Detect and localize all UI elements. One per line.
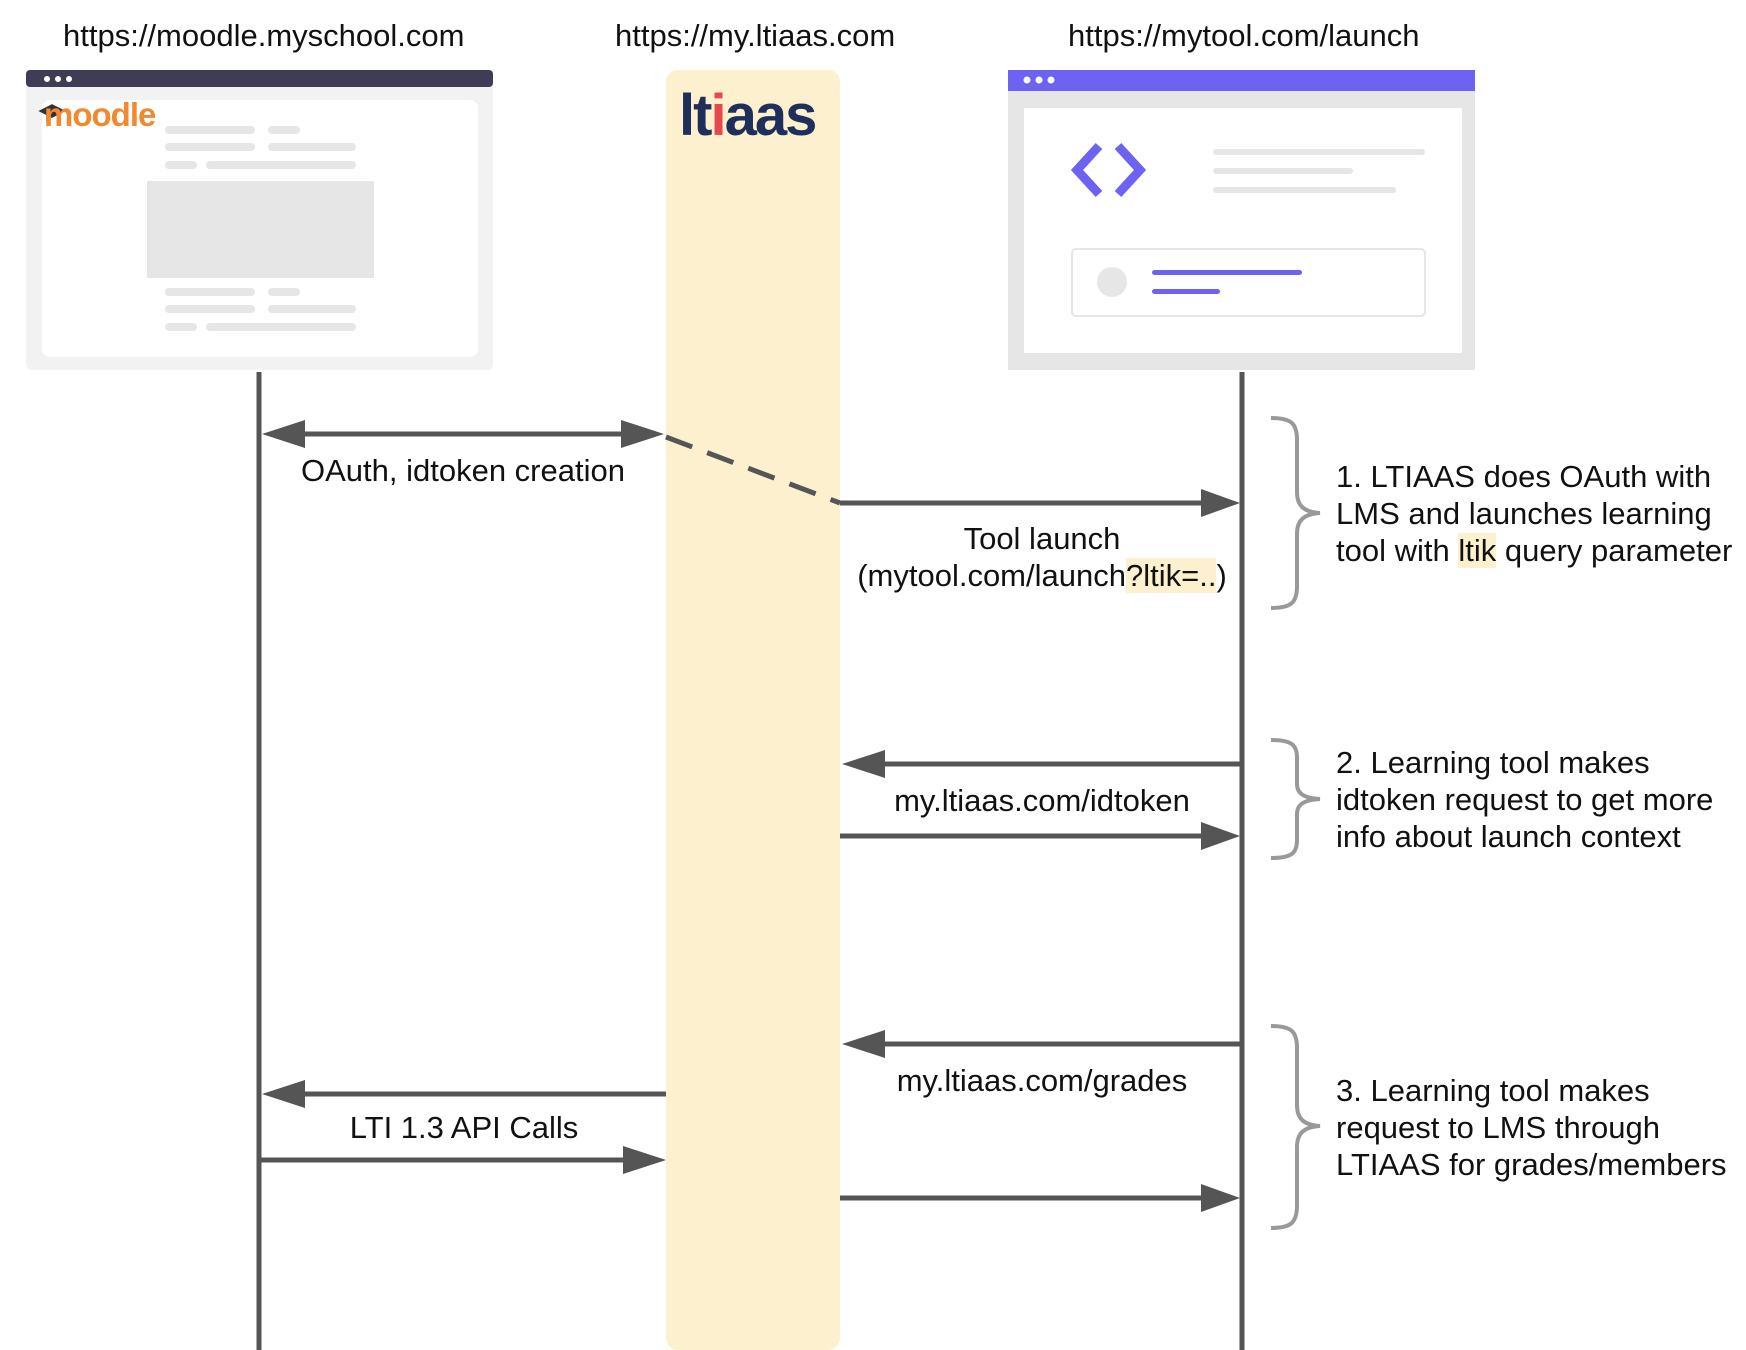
grades-request-arrow — [842, 1030, 1242, 1058]
idtoken-response-arrow — [840, 822, 1240, 850]
step3-note: 3. Learning tool makes request to LMS th… — [1336, 1072, 1727, 1183]
step1-line1: 1. LTIAAS does OAuth with — [1336, 459, 1712, 494]
step2-line3: info about launch context — [1336, 819, 1681, 854]
step3-line3: LTIAAS for grades/members — [1336, 1147, 1727, 1182]
moodle-logo: moodle — [44, 96, 156, 133]
ltiaas-logo-accent: i — [710, 83, 726, 148]
oauth-label: OAuth, idtoken creation — [301, 453, 625, 488]
ltik-highlight: ltik — [1458, 533, 1497, 568]
grades-label: my.ltiaas.com/grades — [896, 1063, 1188, 1098]
code-brackets-icon — [1070, 142, 1147, 198]
ltiaas-url: https://my.ltiaas.com — [615, 18, 896, 53]
grades-response-arrow — [840, 1184, 1240, 1212]
lms-url: https://moodle.myschool.com — [63, 18, 465, 53]
brace-step3 — [1270, 1024, 1321, 1230]
ltik-query-highlight: ?ltik=.. — [1125, 558, 1217, 593]
tool-launch-url: (mytool.com/launch — [857, 558, 1126, 593]
dashed-connector — [665, 434, 841, 506]
step3-line1: 3. Learning tool makes — [1336, 1073, 1650, 1108]
ltiaas-logo-part-b: aas — [724, 83, 818, 148]
lti-api-request-arrow — [262, 1080, 666, 1108]
step1-line3: tool with ltik query parameter — [1336, 532, 1732, 569]
ltiaas-logo-part-a: lt — [679, 83, 712, 148]
moodle-browser-window — [26, 70, 493, 370]
ltiaas-band — [666, 70, 840, 1350]
step1-note: 1. LTIAAS does OAuth with LMS and launch… — [1336, 458, 1732, 569]
lti-api-label: LTI 1.3 API Calls — [349, 1110, 579, 1145]
ltiaas-logo: ltiaas — [679, 82, 818, 149]
step1-line3-post: query parameter — [1496, 533, 1733, 568]
step2-line1: 2. Learning tool makes — [1336, 745, 1650, 780]
tool-launch-close: ) — [1216, 558, 1227, 593]
tool-launch-line2: (mytool.com/launch?ltik=..) — [842, 557, 1242, 594]
step1-line2: LMS and launches learning — [1336, 496, 1712, 531]
step3-line2: request to LMS through — [1336, 1110, 1660, 1145]
step2-note: 2. Learning tool makes idtoken request t… — [1336, 744, 1713, 855]
lti-api-response-arrow — [259, 1146, 666, 1174]
idtoken-request-arrow — [842, 750, 1242, 778]
tool-launch-arrow — [840, 489, 1240, 517]
brace-step2 — [1270, 738, 1321, 860]
step1-line3-pre: tool with — [1336, 533, 1459, 568]
tool-url: https://mytool.com/launch — [1068, 18, 1420, 53]
tool-browser-window — [1008, 70, 1475, 370]
idtoken-label: my.ltiaas.com/idtoken — [894, 783, 1190, 818]
step2-line2: idtoken request to get more — [1336, 782, 1714, 817]
tool-launch-line1: Tool launch — [963, 521, 1121, 556]
tool-launch-label: Tool launch (mytool.com/launch?ltik=..) — [842, 520, 1242, 594]
brace-step1 — [1270, 416, 1321, 610]
oauth-arrow — [262, 420, 664, 448]
graduation-cap-icon — [38, 104, 66, 121]
